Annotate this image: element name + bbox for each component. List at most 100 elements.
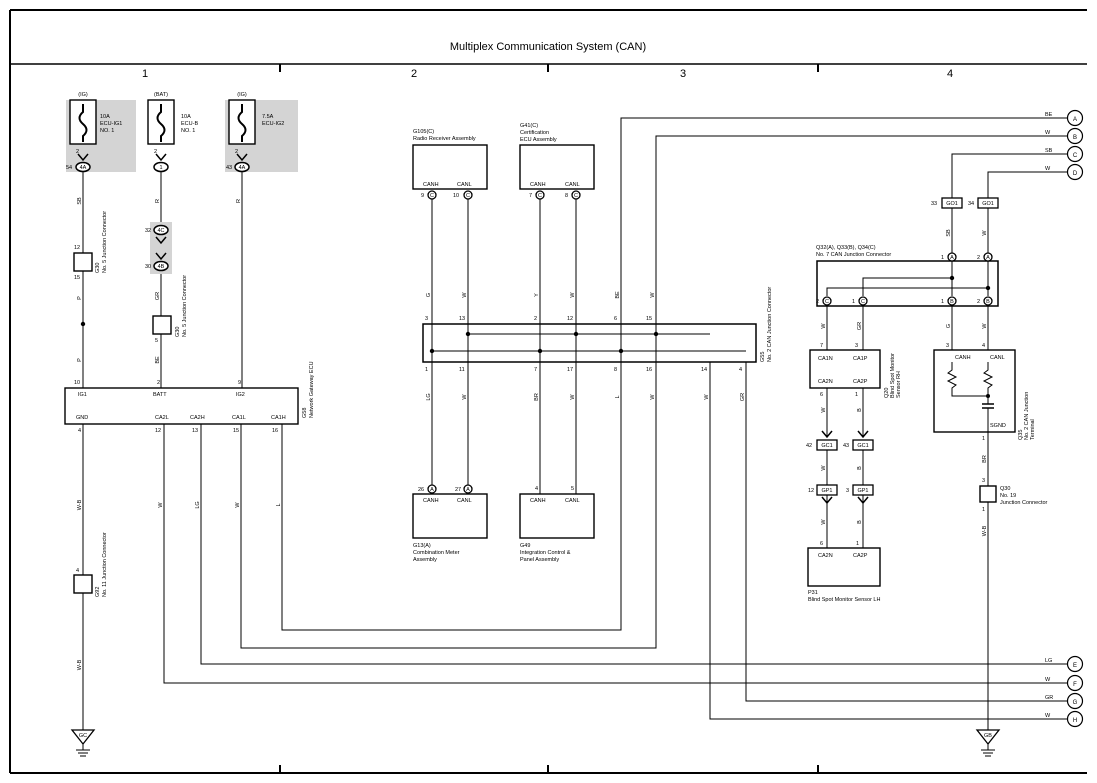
- offpage-f: F: [1066, 674, 1084, 692]
- g58-pin-ca2h-num: 13: [192, 428, 198, 434]
- g105-conn-2: C: [466, 193, 470, 199]
- g58-pin-ca1l: CA1L: [232, 415, 246, 421]
- g58-name: Network Gateway ECU: [309, 361, 315, 418]
- fuse-2-name: ECU-B: [181, 121, 198, 127]
- blind-spot-monitor-sensor-lh: 6 1 CA2N CA2P P31 Blind Spot Monitor Sen…: [807, 541, 881, 603]
- wire-label-wb: W-B: [982, 525, 988, 536]
- g41-canh: CANH: [530, 182, 546, 188]
- fuse-1-pin: 54: [66, 165, 72, 171]
- q35-pin: 1: [982, 436, 985, 442]
- splice-point: [465, 331, 471, 337]
- g49-canh: CANH: [530, 498, 546, 504]
- g58-pin-ig2: IG2: [236, 392, 245, 398]
- inline-pin-2: 30: [145, 264, 151, 270]
- wire-label-lg: LG: [1045, 658, 1052, 664]
- q20-pin: 7: [820, 343, 823, 349]
- q30-id: Q30: [1000, 486, 1010, 492]
- q32-bot-conn: B: [986, 299, 990, 305]
- gp1-pin-2: 3: [846, 488, 849, 494]
- splice-point: [949, 275, 955, 281]
- wire-label-w: W: [650, 394, 656, 400]
- wire-label-gr: GR: [155, 292, 161, 300]
- g58-pin-batt: BATT: [153, 392, 167, 398]
- wire-label-w: W: [982, 230, 988, 236]
- q32-id: Q32(A), Q33(B), Q34(C): [816, 245, 876, 251]
- g92-desc: No. 11 Junction Connector: [102, 532, 108, 597]
- ground-gc: GC: [70, 729, 96, 757]
- g49-pin-1: 4: [535, 486, 538, 492]
- g58-id: G58: [302, 408, 308, 418]
- q35-canl: CANL: [990, 355, 1005, 361]
- go1-pin-1: 33: [931, 201, 937, 207]
- g30a-id: G30: [95, 263, 101, 273]
- g49-name-2: Panel Assembly: [520, 557, 559, 563]
- wire-label-be: BE: [1045, 112, 1053, 118]
- connector-go1: GO1 33 GO1 34: [931, 197, 999, 209]
- fuse-3-pin-top: 2: [235, 149, 238, 155]
- g55-top-pin: 2: [534, 316, 537, 322]
- q35-pin: 3: [946, 343, 949, 349]
- wire-label-br: BR: [982, 455, 988, 463]
- g58-pin-ca2l-num: 12: [155, 428, 161, 434]
- wire-label-wb: W-B: [77, 499, 83, 510]
- g41-name-1: Certification: [520, 130, 549, 136]
- splice-point: [985, 285, 991, 291]
- wire-label-lg: LG: [195, 501, 201, 508]
- g58-pin-ca1h: CA1H: [271, 415, 286, 421]
- g105-conn-1: C: [430, 193, 434, 199]
- fuse-3-pin: 43: [226, 165, 232, 171]
- offpage-a-letter: A: [1073, 117, 1077, 123]
- ground-gc-label: GC: [79, 733, 87, 739]
- g92-pin-top: 4: [76, 568, 79, 574]
- q20-name-1: Blind Spot Monitor: [890, 353, 896, 398]
- certification-ecu-assembly: G41(C) Certification ECU Assembly CANH C…: [519, 123, 595, 200]
- wire-label-y: Y: [534, 293, 540, 297]
- g58-pin-ca1l-num: 15: [233, 428, 239, 434]
- radio-receiver-assembly: G105(C) Radio Receiver Assembly CANH CAN…: [412, 129, 488, 200]
- q32-bot-conn: C: [861, 299, 865, 305]
- q32-top-pin-2: 2: [977, 255, 980, 261]
- g55-id: G55: [760, 352, 766, 362]
- q32-bot-pin: 1: [852, 299, 855, 305]
- q32-bot-conn: B: [950, 299, 954, 305]
- p31-pin: 1: [856, 541, 859, 547]
- wire-label-r: R: [155, 199, 161, 203]
- g30b-desc: No. 5 Junction Connector: [182, 275, 188, 337]
- wire-label-w: W: [235, 502, 241, 508]
- wire-label-b: B: [857, 466, 863, 470]
- inline-conn-1: 4C: [157, 228, 164, 234]
- gp1-pin-1: 12: [808, 488, 814, 494]
- q32-bot-conn: C: [825, 299, 829, 305]
- offpage-c-letter: C: [1073, 153, 1078, 159]
- wire-label-wb: W-B: [77, 659, 83, 670]
- wire-label-g: G: [946, 324, 952, 328]
- fuse-2-rating: 10A: [181, 114, 191, 120]
- wire-label-w: W: [570, 292, 576, 298]
- connector-gc1: GC1 42 GC1 43: [806, 430, 874, 451]
- p31-name: Blind Spot Monitor Sensor LH: [808, 597, 880, 603]
- junction-g30-b: 5 G30 No. 5 Junction Connector: [152, 275, 188, 344]
- q32-bot-pin: 2: [816, 299, 819, 305]
- wire-label-w: W: [1045, 677, 1051, 683]
- g105-canh: CANH: [423, 182, 439, 188]
- column-4-label: 4: [947, 68, 953, 80]
- combination-meter-assembly: A 26 A 27 CANH CANL G13(A) Combination M…: [412, 484, 488, 563]
- q35-canh: CANH: [955, 355, 971, 361]
- g13-conn-1: A: [430, 487, 434, 493]
- fuse-ecu-b: (BAT) 10A ECU-B NO. 1 2 1: [147, 92, 198, 173]
- g58-pin-gnd: GND: [76, 415, 88, 421]
- go1-pin-2: 34: [968, 201, 974, 207]
- wire-label-gr: GR: [740, 393, 746, 401]
- wire-label-be: BE: [615, 291, 621, 299]
- wire-label-w: W: [821, 407, 827, 413]
- q20-ca2n: CA2N: [818, 379, 833, 385]
- wire-label-w: W: [462, 292, 468, 298]
- go1-conn-2: GO1: [982, 201, 994, 207]
- g13-conn-2: A: [466, 487, 470, 493]
- wire-label-w: W: [1045, 713, 1051, 719]
- wire-label-w: W: [570, 394, 576, 400]
- diagram-title: Multiplex Communication System (CAN): [450, 41, 646, 53]
- gc1-pin-2: 43: [843, 443, 849, 449]
- q35-name-2: Terminal: [1030, 419, 1036, 440]
- q30-pin-bottom: 1: [982, 507, 985, 513]
